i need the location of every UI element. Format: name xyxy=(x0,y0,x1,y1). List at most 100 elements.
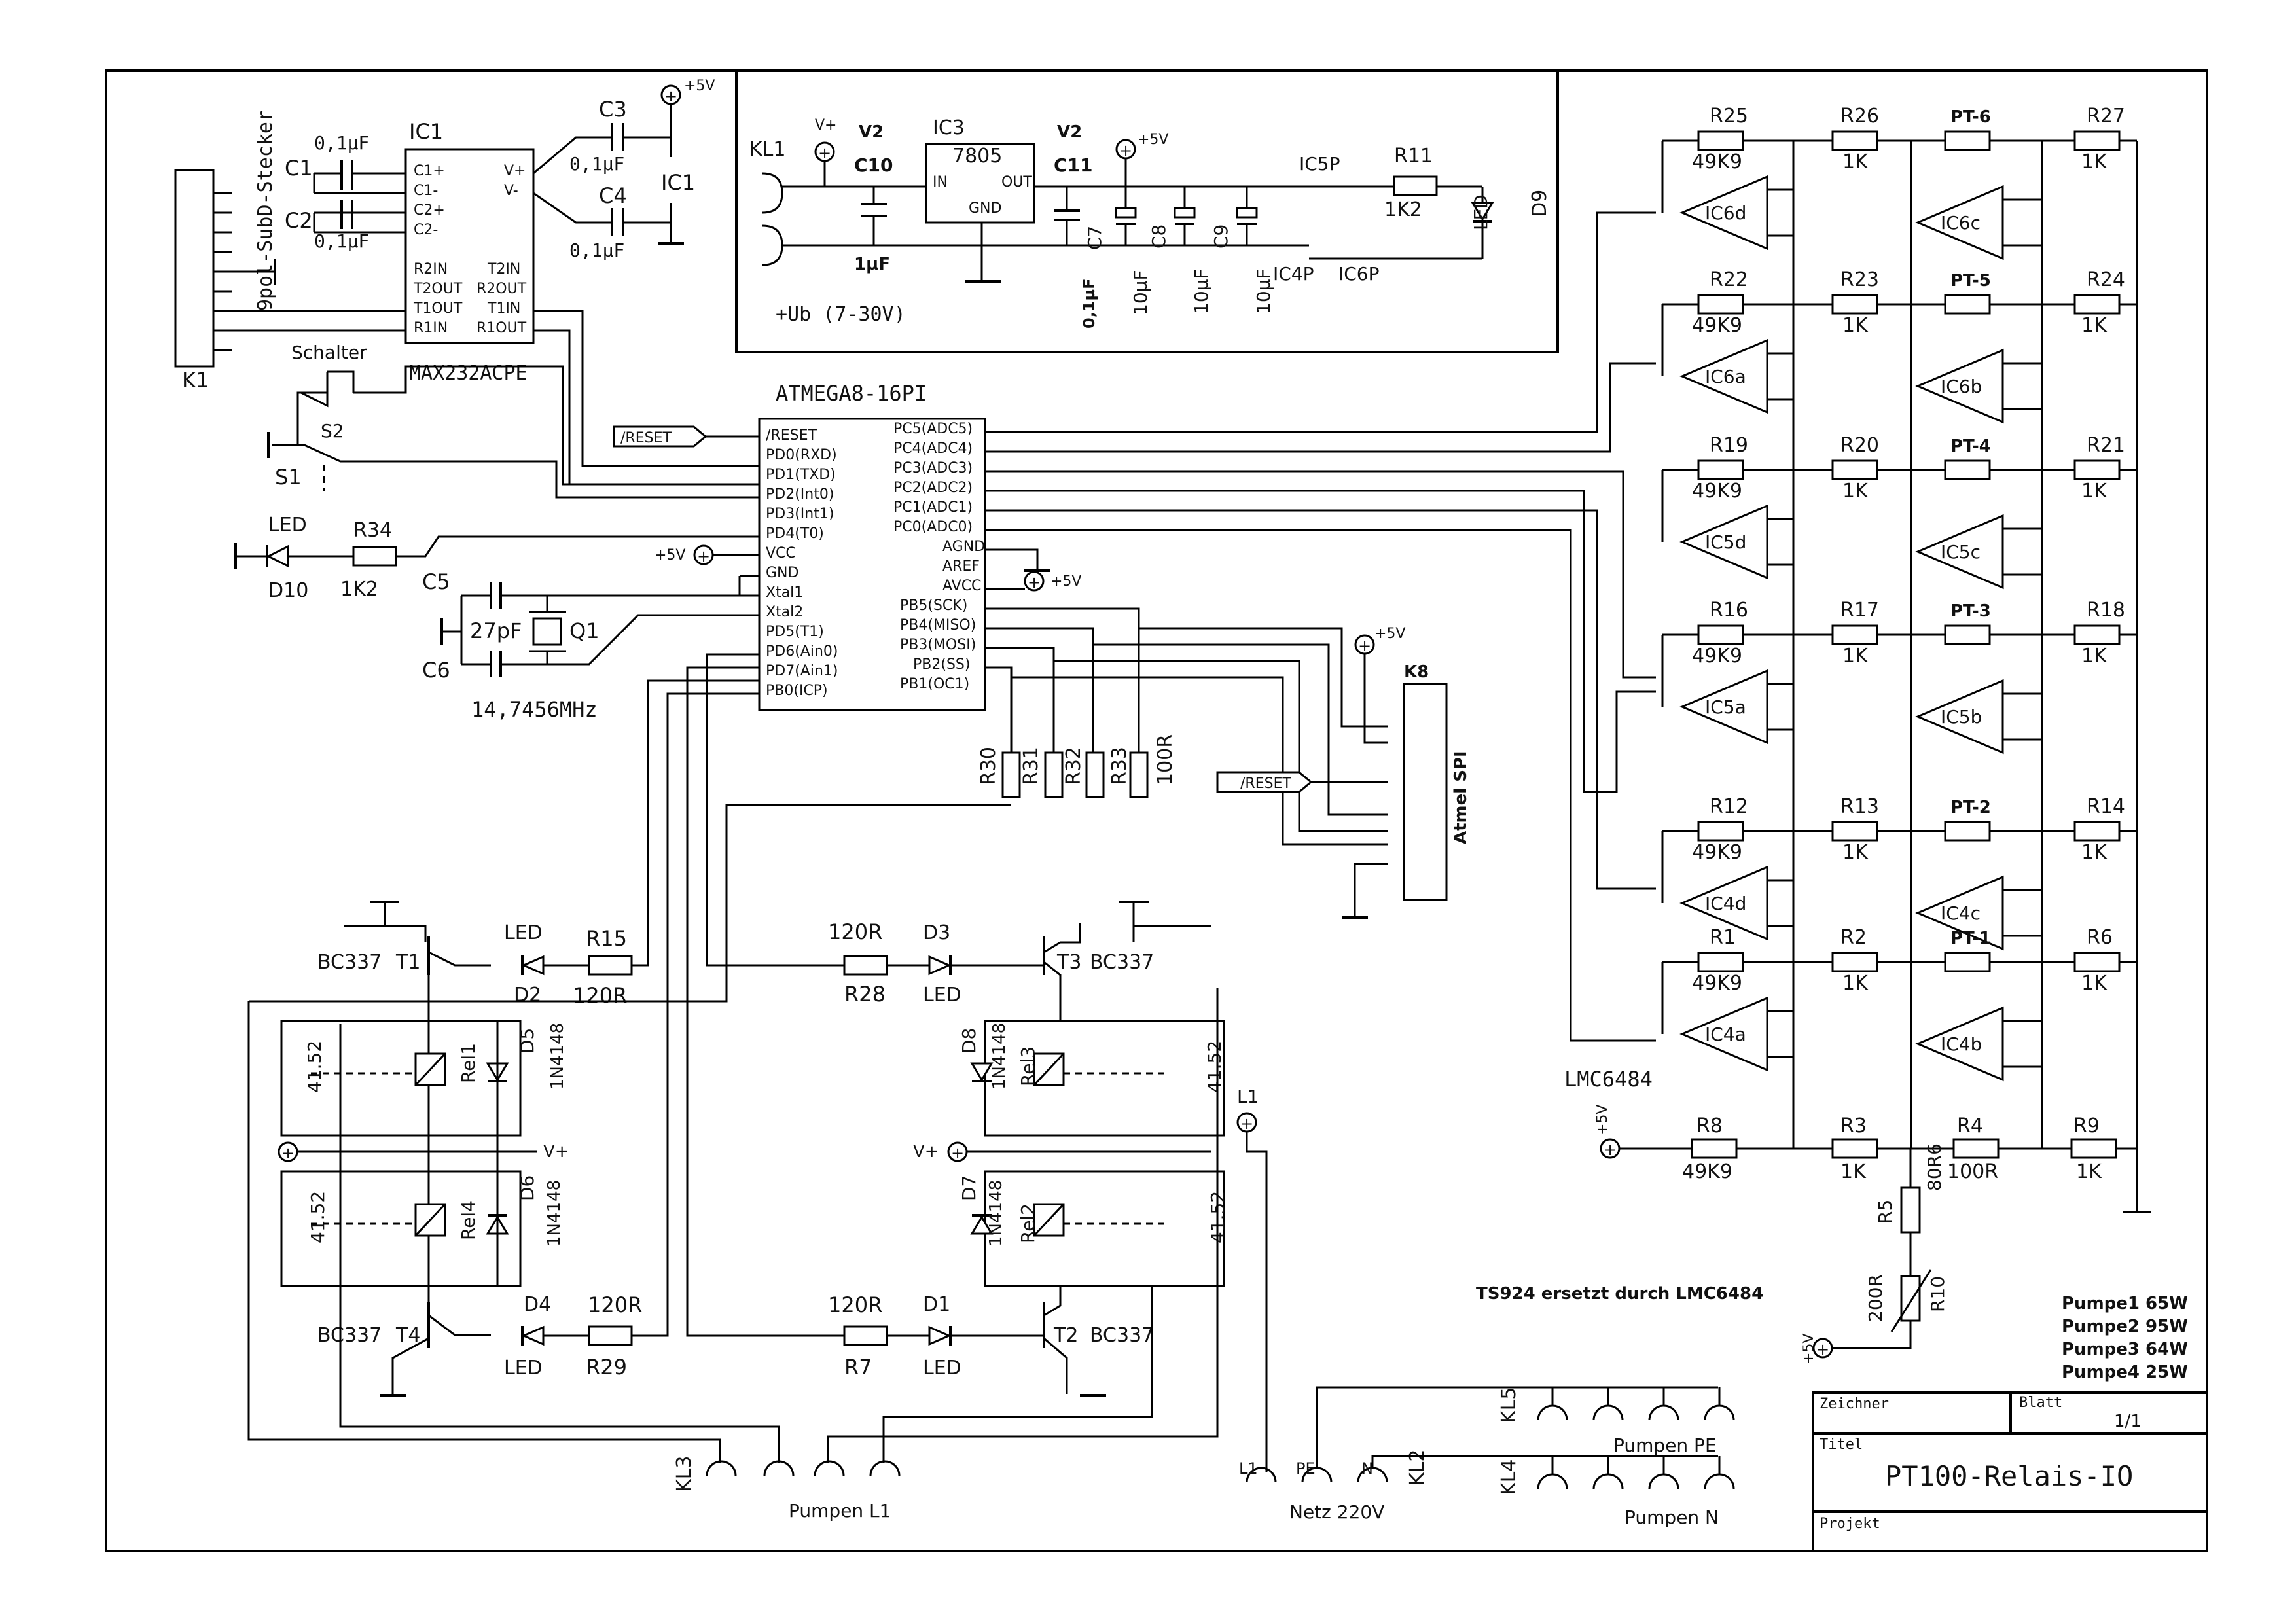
d3-led-label: LED xyxy=(923,984,961,1007)
max232-pin-c1p: C1+ xyxy=(414,163,445,179)
projekt-label: Projekt xyxy=(1820,1516,1880,1532)
opamp-row-6-pt xyxy=(1944,952,1991,972)
vplus-vcc: +5V xyxy=(655,547,685,563)
r31-label: R31 xyxy=(1020,747,1043,785)
opamp-row-6-opamp-pins xyxy=(1767,1010,2042,1068)
r10-label: R10 xyxy=(1927,1276,1948,1312)
opamp-row-2-r1k xyxy=(1831,294,1878,315)
kl3-label: KL3 xyxy=(673,1456,696,1492)
power-supply-section: KL1 +Ub (7-30V) + V+ V2 C10 1µF IC3 7805… xyxy=(735,69,1559,353)
opamp-row-2-r1k-value: 1K xyxy=(1842,314,1869,337)
opamp-row-1-rin-label: R25 xyxy=(1710,105,1748,128)
max232-type: MAX232ACPE xyxy=(409,362,528,385)
ic5p-label: IC5P xyxy=(1299,153,1340,175)
opamp-row-5-opamp-a-label: IC4d xyxy=(1705,893,1746,914)
opamp-row-4-pt-label: PT-3 xyxy=(1950,601,1991,621)
svg-text:+: + xyxy=(818,144,831,162)
k8-label: K8 xyxy=(1404,662,1429,682)
opamp-row-6-rout-value: 1K xyxy=(2081,972,2108,995)
max232-pin-r2in: R2IN xyxy=(414,261,448,277)
vplus-kl1: V+ xyxy=(815,117,836,134)
opamp-row-3-rin-value: 49K9 xyxy=(1692,480,1742,503)
opamp-row-4-rin-label: R16 xyxy=(1710,599,1748,622)
mcu-pin-pd4: PD4(T0) xyxy=(766,526,824,542)
mcu-section: ATMEGA8-16PI /RESET PD0(RXD) PD1(TXD) PD… xyxy=(234,211,1656,1042)
opamp-row-5-pt-label: PT-2 xyxy=(1950,798,1991,817)
opamp-row-5-opamp-pins xyxy=(1767,879,2042,937)
replacement-note: TS924 ersetzt durch LMC6484 xyxy=(1476,1284,1763,1304)
c4-label: C4 xyxy=(599,183,627,208)
t3-type: BC337 xyxy=(1090,951,1154,974)
c10-value: 1µF xyxy=(854,255,890,274)
elko-c7: 10µF xyxy=(1115,187,1151,315)
svg-text:+: + xyxy=(1816,1340,1829,1359)
mcu-pin-reset: /RESET xyxy=(766,427,817,444)
r30-33-value: 100R xyxy=(1154,734,1177,785)
c3-value: 0,1µF xyxy=(569,153,624,175)
mcu-pin-vcc: VCC xyxy=(766,545,796,562)
opamp-row-5-rout xyxy=(2073,821,2121,842)
kl5-terminal-3 xyxy=(1648,1387,1679,1421)
vplus-ic1: +5V xyxy=(684,78,715,94)
opamp-row-5-opamp-b-label: IC4c xyxy=(1941,902,1981,924)
opamp-row-2-opamp-pins xyxy=(1767,352,2042,410)
svg-text:+: + xyxy=(1604,1141,1617,1159)
pump-4: Pumpe4 25W xyxy=(2062,1363,2188,1382)
opamp-row-6-rin xyxy=(1697,952,1744,972)
mcu-pin-xtal1: Xtal1 xyxy=(766,584,803,601)
opamp-row-3-r1k-value: 1K xyxy=(1842,480,1869,503)
opamp-row-2-rout-value: 1K xyxy=(2081,314,2108,337)
d1-label: D1 xyxy=(923,1293,950,1316)
c9-label: C9 xyxy=(1210,224,1232,249)
t4-label: T4 xyxy=(395,1324,420,1347)
opamp-row-6-r1k-label: R2 xyxy=(1840,926,1867,949)
pump-list: Pumpe1 65W Pumpe2 95W Pumpe3 64W Pumpe4 … xyxy=(2062,1294,2188,1382)
mcu-pin-pd7: PD7(Ain1) xyxy=(766,663,838,679)
kl2-label: KL2 xyxy=(1406,1450,1429,1486)
opamp-row-1-r1k xyxy=(1831,130,1878,151)
opamp-row-5-rin xyxy=(1697,821,1744,842)
opamp-row-4-r1k-label: R17 xyxy=(1840,599,1879,622)
opamp-row-4-opamp-b-label: IC5b xyxy=(1941,706,1982,728)
opamp-row-6-opamp-a-label: IC4a xyxy=(1705,1024,1746,1045)
titel-label: Titel xyxy=(1820,1436,1863,1453)
vplus-ref: +5V xyxy=(1594,1105,1611,1135)
title-block: Zeichner Blatt 1/1 Titel PT100-Relais-IO… xyxy=(1812,1391,2208,1552)
r11-value: 1K2 xyxy=(1384,198,1422,221)
vplus-rail-left: V+ xyxy=(543,1142,569,1162)
t1-label: T1 xyxy=(395,951,420,974)
opamp-row-3-rin-label: R19 xyxy=(1710,434,1748,457)
opamp-row-1-pt xyxy=(1944,130,1991,151)
ic1-power-label: IC1 xyxy=(661,170,695,195)
rel4-type: 41.52 xyxy=(307,1191,329,1243)
pump-1: Pumpe1 65W xyxy=(2062,1294,2188,1313)
opamp-row-2-rin-value: 49K9 xyxy=(1692,314,1742,337)
opamp-row-5-opamp-a xyxy=(1679,865,1768,941)
max232-pin-t2out: T2OUT xyxy=(413,281,463,297)
svg-text:+: + xyxy=(1240,1115,1253,1133)
r28-label: R28 xyxy=(844,982,886,1007)
r7-value: 120R xyxy=(828,1293,882,1317)
reset-tag: /RESET xyxy=(620,430,672,446)
kl5-terminal-4 xyxy=(1704,1387,1735,1421)
opamp-row-4-opamp-pins xyxy=(1767,683,2042,741)
opamp-row-3-rout xyxy=(2073,459,2121,480)
opamp-row-4-pt xyxy=(1944,624,1991,645)
d4-label: D4 xyxy=(524,1293,551,1316)
opamp-row-3-opamp-pins xyxy=(1767,518,2042,576)
r29-label: R29 xyxy=(586,1355,627,1380)
ic4p-label: IC4P xyxy=(1273,263,1314,285)
kl5-label: KL5 xyxy=(1498,1387,1520,1423)
kl5-terminal-1 xyxy=(1537,1387,1568,1421)
opamp-row-6-r1k xyxy=(1831,952,1878,972)
mcu-pin-pd5: PD5(T1) xyxy=(766,624,824,640)
rel2-label: Rel2 xyxy=(1017,1204,1039,1243)
schalter-label: Schalter xyxy=(291,342,367,363)
ic3-in-pin: IN xyxy=(933,174,948,190)
d5-type: 1N4148 xyxy=(548,1023,567,1090)
r4-value: 100R xyxy=(1947,1160,1998,1183)
max232-pin-r1in: R1IN xyxy=(414,320,448,336)
spi-resistors: R30 R31 R32 R33 100R xyxy=(977,734,1177,798)
kl4-terminal-2 xyxy=(1592,1456,1624,1489)
opamp-row-6-rin-label: R1 xyxy=(1710,926,1736,949)
